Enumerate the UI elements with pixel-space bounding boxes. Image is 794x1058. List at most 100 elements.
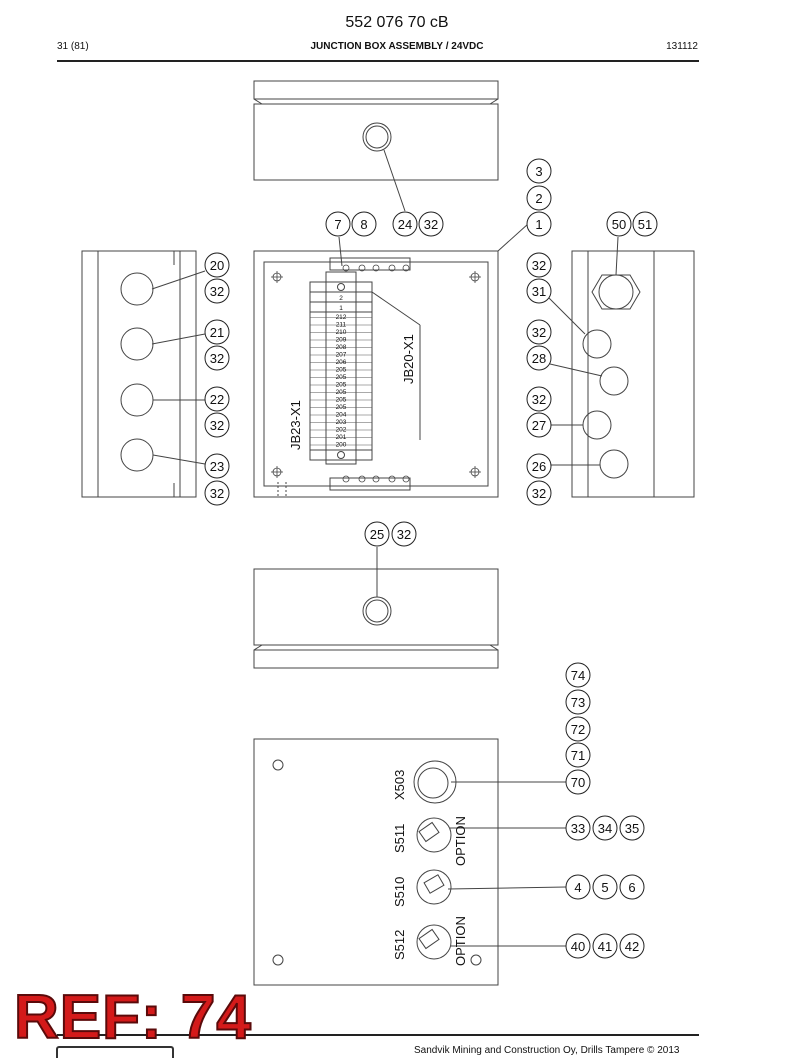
bottom-view <box>253 568 499 669</box>
jb23-label: JB23-X1 <box>288 400 303 450</box>
callout-31: 31 <box>532 284 546 299</box>
callout-34: 34 <box>598 821 612 836</box>
callout-7: 7 <box>334 217 341 232</box>
cable-gland-bottom <box>362 596 392 626</box>
callout-25: 25 <box>370 527 384 542</box>
cable-gland-left-3 <box>120 383 154 417</box>
s512-label: S512 <box>392 930 407 960</box>
callout-32: 32 <box>210 351 224 366</box>
right-side-view <box>571 250 695 498</box>
option-label: OPTION <box>453 916 468 966</box>
callout-1: 1 <box>535 217 542 232</box>
callout-32: 32 <box>532 486 546 501</box>
callout-73: 73 <box>571 695 585 710</box>
reference-watermark: REF: 74 <box>13 982 252 1053</box>
callout-4: 4 <box>574 880 581 895</box>
x503-connector <box>413 760 457 804</box>
terminal-label: 205 <box>336 374 347 381</box>
callout-32: 32 <box>397 527 411 542</box>
cable-gland-right-4 <box>599 449 629 479</box>
page-number: 31 (81) <box>57 41 89 52</box>
cable-gland-left-2 <box>120 327 154 361</box>
callout-3: 3 <box>535 164 542 179</box>
terminal-label: 202 <box>336 427 347 434</box>
terminal-label: 201 <box>336 434 347 441</box>
callout-32: 32 <box>532 258 546 273</box>
callout-32: 32 <box>532 325 546 340</box>
front-view <box>253 250 499 498</box>
callout-41: 41 <box>598 939 612 954</box>
terminal-label: 206 <box>336 359 347 366</box>
terminal-dividers <box>310 317 372 446</box>
terminal-label: 204 <box>336 412 347 419</box>
cable-gland-top <box>362 122 392 152</box>
cable-gland-right-3 <box>582 410 612 440</box>
terminal-label: 208 <box>336 344 347 351</box>
terminal-label: 205 <box>336 404 347 411</box>
s511-switch <box>416 817 452 853</box>
callout-20: 20 <box>210 258 224 273</box>
cable-gland-left-4 <box>120 438 154 472</box>
s511-label: S511 <box>392 824 407 853</box>
callout-24: 24 <box>398 217 412 232</box>
callout-42: 42 <box>625 939 639 954</box>
callout-32: 32 <box>210 418 224 433</box>
callout-6: 6 <box>628 880 635 895</box>
terminal-label: 205 <box>336 389 347 396</box>
callout-40: 40 <box>571 939 585 954</box>
terminal-label: 200 <box>336 442 347 449</box>
cover-view <box>253 738 499 986</box>
s510-label: S510 <box>392 877 407 907</box>
callout-26: 26 <box>532 459 546 474</box>
document-number: 552 076 70 cB <box>345 14 449 31</box>
terminal-label: 210 <box>336 329 347 336</box>
callout-32: 32 <box>210 284 224 299</box>
left-side-view <box>81 250 197 498</box>
callout-70: 70 <box>571 775 585 790</box>
callout-22: 22 <box>210 392 224 407</box>
s510-switch <box>416 869 452 905</box>
callout-72: 72 <box>571 722 585 737</box>
company-logo <box>56 1046 174 1058</box>
document-date: 131112 <box>666 41 698 52</box>
x503-label: X503 <box>392 770 407 800</box>
large-cable-gland <box>591 274 641 310</box>
callout-33: 33 <box>571 821 585 836</box>
callout-51: 51 <box>638 217 652 232</box>
terminal-label: 205 <box>336 397 347 404</box>
terminal-label: 2 <box>339 295 343 302</box>
callout-71: 71 <box>571 748 585 763</box>
top-view <box>253 80 499 181</box>
terminal-label: 207 <box>336 352 347 359</box>
callout-5: 5 <box>601 880 608 895</box>
option-label: OPTION <box>453 816 468 866</box>
callout-23: 23 <box>210 459 224 474</box>
terminal-label: 209 <box>336 337 347 344</box>
cable-gland-left-1 <box>120 272 154 306</box>
leader-lines <box>151 149 619 947</box>
callout-32: 32 <box>424 217 438 232</box>
callout-32: 32 <box>210 486 224 501</box>
terminal-label: 203 <box>336 419 347 426</box>
terminal-label: 1 <box>339 305 343 312</box>
callout-2: 2 <box>535 191 542 206</box>
terminal-label: 205 <box>336 367 347 374</box>
terminal-label: 211 <box>336 322 347 329</box>
callout-74: 74 <box>571 668 585 683</box>
cable-gland-right-2 <box>599 366 629 396</box>
footer-rule <box>57 1034 699 1036</box>
page-title: JUNCTION BOX ASSEMBLY / 24VDC <box>310 41 484 52</box>
s512-switch <box>416 924 452 960</box>
callout-27: 27 <box>532 418 546 433</box>
callout-35: 35 <box>625 821 639 836</box>
footer-copyright: Sandvik Mining and Construction Oy, Dril… <box>414 1045 680 1056</box>
cable-gland-right-1 <box>582 329 612 359</box>
callout-32: 32 <box>532 392 546 407</box>
jb20-label: JB20-X1 <box>401 334 416 384</box>
terminal-label: 212 <box>336 314 347 321</box>
terminal-label: 205 <box>336 382 347 389</box>
header-rule <box>57 60 699 62</box>
callout-50: 50 <box>612 217 626 232</box>
callout-8: 8 <box>360 217 367 232</box>
